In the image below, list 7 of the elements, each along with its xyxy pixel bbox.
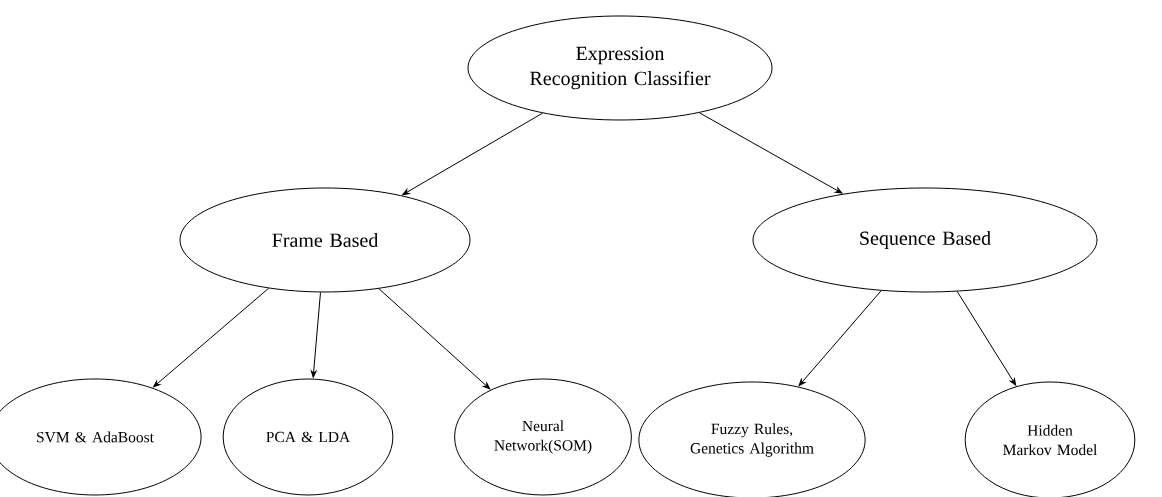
arrow: [153, 287, 270, 388]
arrow: [378, 288, 491, 390]
arrow: [956, 291, 1017, 386]
arrow: [310, 291, 321, 378]
arrow: [798, 290, 882, 386]
arrow: [402, 112, 543, 196]
arrow: [698, 112, 843, 194]
